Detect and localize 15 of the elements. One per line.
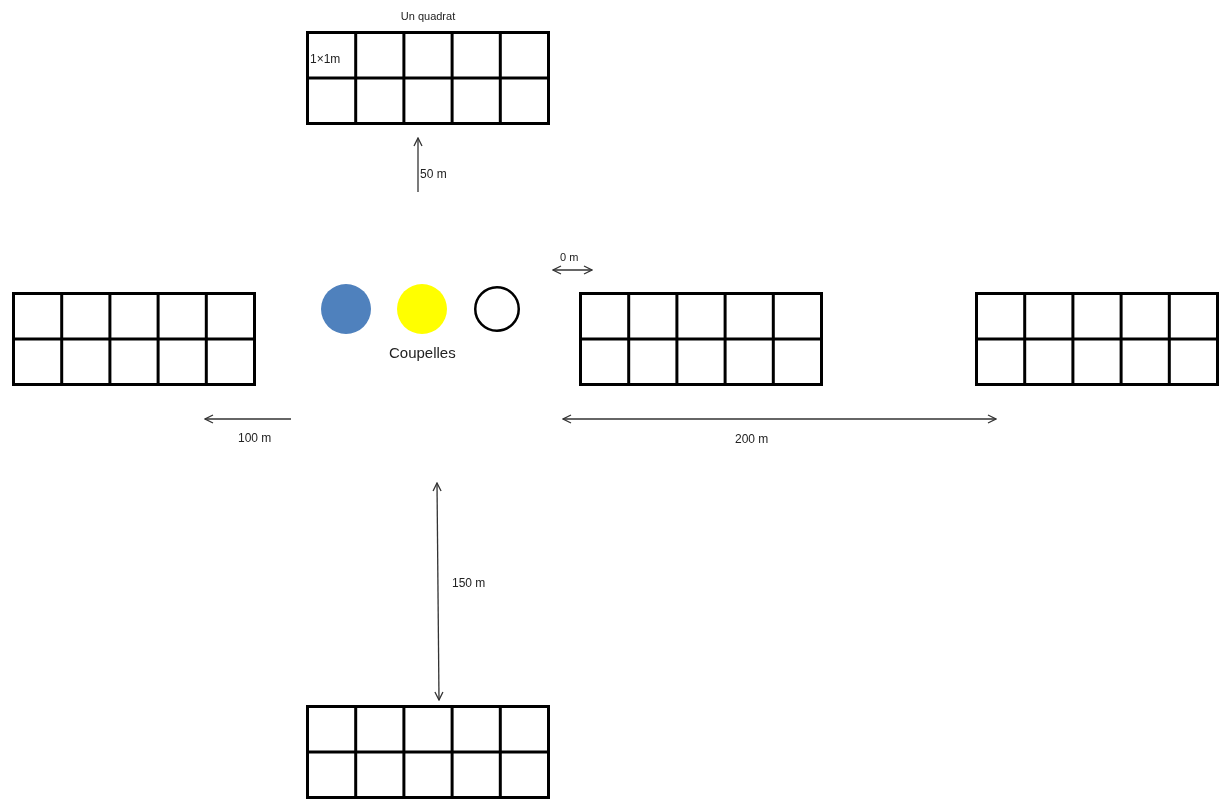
dimension-label: 150 m [452, 577, 486, 589]
cup-circle [397, 284, 447, 334]
cup-circle [321, 284, 371, 334]
caption: Coupelles [389, 345, 456, 360]
quadrat-grid [579, 292, 823, 386]
dimension-label: 100 m [238, 432, 272, 444]
dimension-label: 50 m [420, 168, 447, 180]
quadrat-title: Un quadrat [400, 11, 456, 22]
cell-size-label: 1×1m [310, 53, 341, 65]
quadrat-grid [12, 292, 256, 386]
dimension-label: 200 m [735, 433, 769, 445]
quadrat-grid [306, 705, 550, 799]
quadrat-grid [975, 292, 1219, 386]
cup-circle [474, 286, 520, 332]
dimension-label: 0 m [560, 252, 579, 263]
